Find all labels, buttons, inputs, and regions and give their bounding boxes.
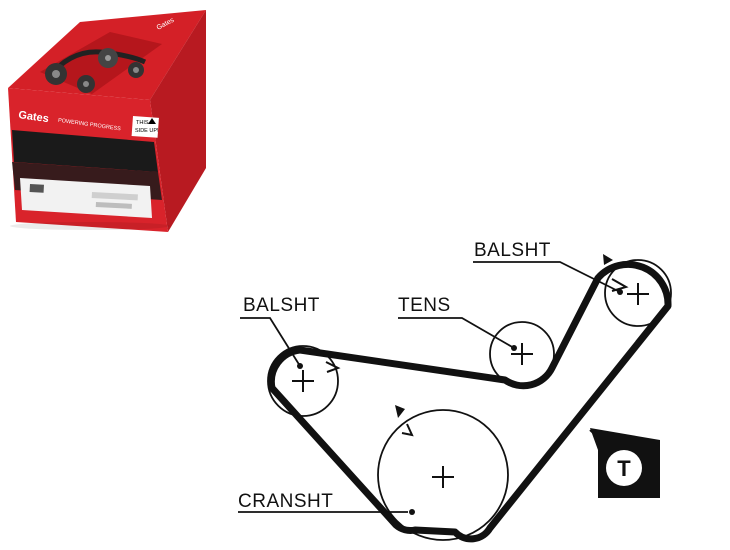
label-leader-lines [238, 261, 621, 513]
timing-mark-arrows [325, 254, 629, 437]
label-tensioner: TENS [398, 295, 451, 316]
tensioner-badge: T [590, 428, 660, 498]
this-side-up-sticker: THIS SIDE UP! [131, 115, 159, 138]
box-side-face [150, 10, 206, 232]
timing-belt [267, 260, 672, 543]
box-front-black-band [12, 130, 158, 172]
badge-letter: T [617, 456, 631, 481]
product-box-photo: Gates Gates POWERING PROGRESS THIS SIDE … [8, 10, 206, 232]
label-crankshaft: CRANSHT [238, 491, 333, 512]
label-balance-shaft-top: BALSHT [474, 240, 551, 261]
pulley-centre-marks [292, 283, 649, 488]
box-brand-logo: Gates [18, 109, 50, 125]
sticker-line-2: SIDE UP! [135, 128, 159, 134]
label-balance-shaft-left: BALSHT [243, 295, 320, 316]
box-top-artwork: Gates [40, 17, 176, 94]
sticker-line-1: THIS [136, 120, 149, 126]
